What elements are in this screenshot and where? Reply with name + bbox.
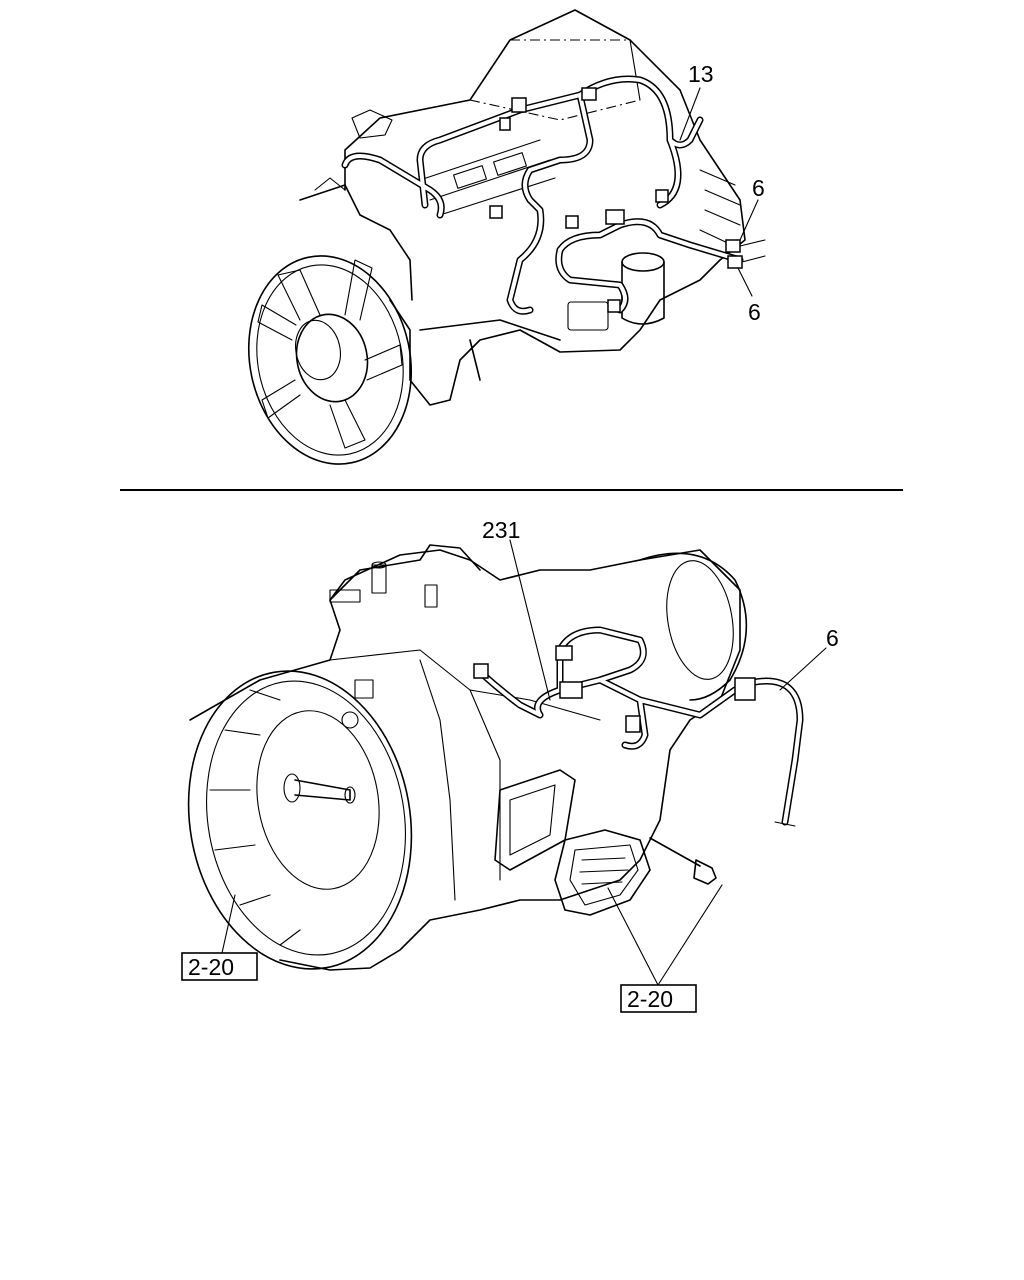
engine-assembly — [299, 9, 746, 406]
callout-6-upper: 6 — [739, 175, 765, 241]
reference-2-20-left-label: 2-20 — [188, 954, 234, 980]
reference-2-20-right-label: 2-20 — [627, 986, 673, 1012]
connector-6-upper — [725, 239, 741, 253]
callout-6-lower: 6 — [737, 267, 761, 325]
engine-wiring-harness — [341, 75, 766, 315]
callout-231: 231 — [482, 517, 551, 701]
connector-6-lower — [727, 255, 743, 269]
callout-231-label: 231 — [482, 517, 520, 543]
cooling-fan — [247, 255, 413, 465]
reference-2-20-left: 2-20 — [181, 894, 258, 981]
transmission-assembly — [187, 544, 748, 971]
callout-13: 13 — [679, 61, 714, 141]
connector-6-transmission — [734, 677, 756, 701]
callout-6-upper-label: 6 — [752, 175, 765, 201]
reference-2-20-right: 2-20 — [607, 884, 723, 1013]
callout-6-lower-label: 6 — [748, 299, 761, 325]
callout-6-transmission: 6 — [779, 625, 839, 691]
callout-6-transmission-label: 6 — [826, 625, 839, 651]
callout-13-label: 13 — [688, 61, 714, 87]
transmission-wiring-harness — [473, 626, 804, 827]
